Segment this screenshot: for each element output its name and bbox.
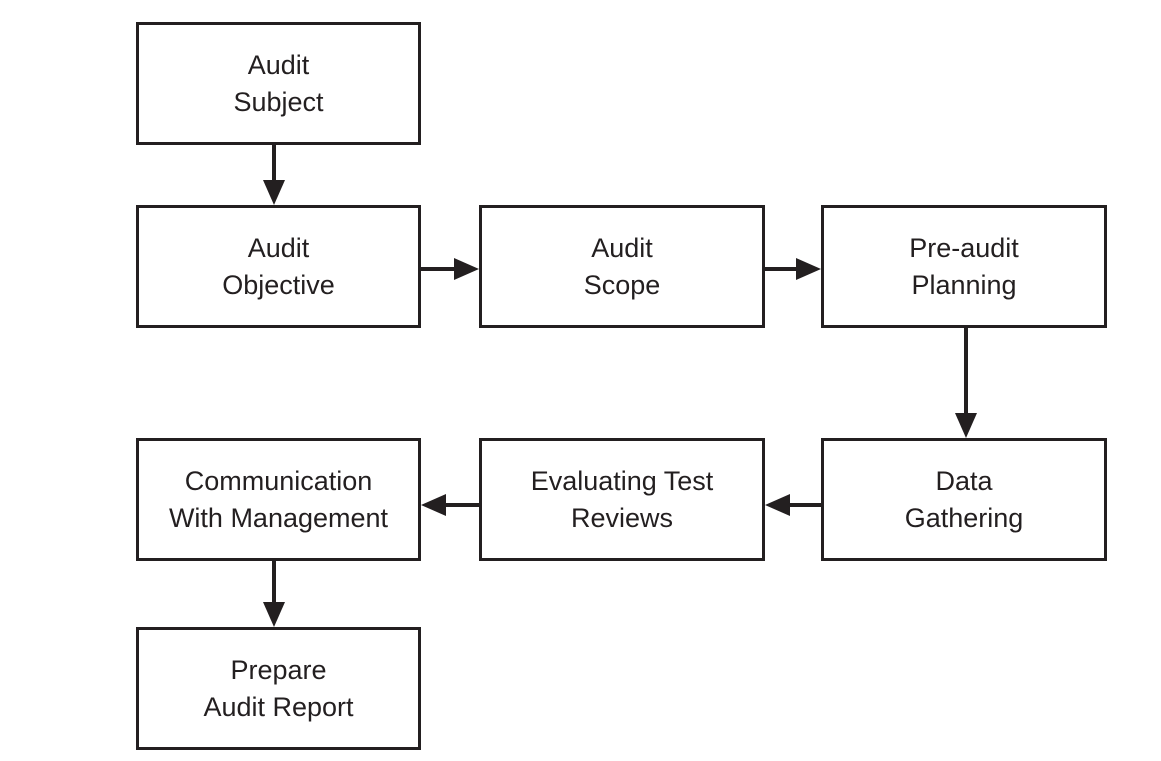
node-pre-audit-planning: Pre-audit Planning [821,205,1107,328]
arrowhead-right-icon [796,258,821,280]
node-audit-objective: Audit Objective [136,205,421,328]
node-label-line: Communication [184,465,373,496]
node-label-line: With Management [168,502,389,533]
node-label-line: Planning [911,269,1017,300]
arrowhead-left-icon [421,494,446,516]
arrowhead-down-icon [955,413,977,438]
node-label-line: Objective [222,269,335,300]
arrowhead-down-icon [263,602,285,627]
arrowhead-right-icon [454,258,479,280]
node-label-line: Reviews [570,502,674,533]
arrowhead-down-icon [263,180,285,205]
node-evaluating-test-reviews: Evaluating Test Reviews [479,438,765,561]
node-audit-scope: Audit Scope [479,205,765,328]
node-label-line: Audit [591,232,653,263]
node-label-line: Gathering [904,502,1024,533]
node-label-line: Evaluating Test [530,465,714,496]
arrowhead-left-icon [765,494,790,516]
node-label-line: Pre-audit [909,232,1019,263]
node-communication-with-management: Communication With Management [136,438,421,561]
node-label-line: Subject [233,86,324,117]
node-label-line: Data [935,465,993,496]
node-label-line: Prepare [230,654,327,685]
node-data-gathering: Data Gathering [821,438,1107,561]
node-label-line: Audit Report [203,691,354,722]
node-prepare-audit-report: Prepare Audit Report [136,627,421,750]
node-label-line: Audit [247,232,310,263]
node-audit-subject: Audit Subject [136,22,421,145]
node-label-line: Audit [247,49,310,80]
node-label-line: Scope [583,269,661,300]
